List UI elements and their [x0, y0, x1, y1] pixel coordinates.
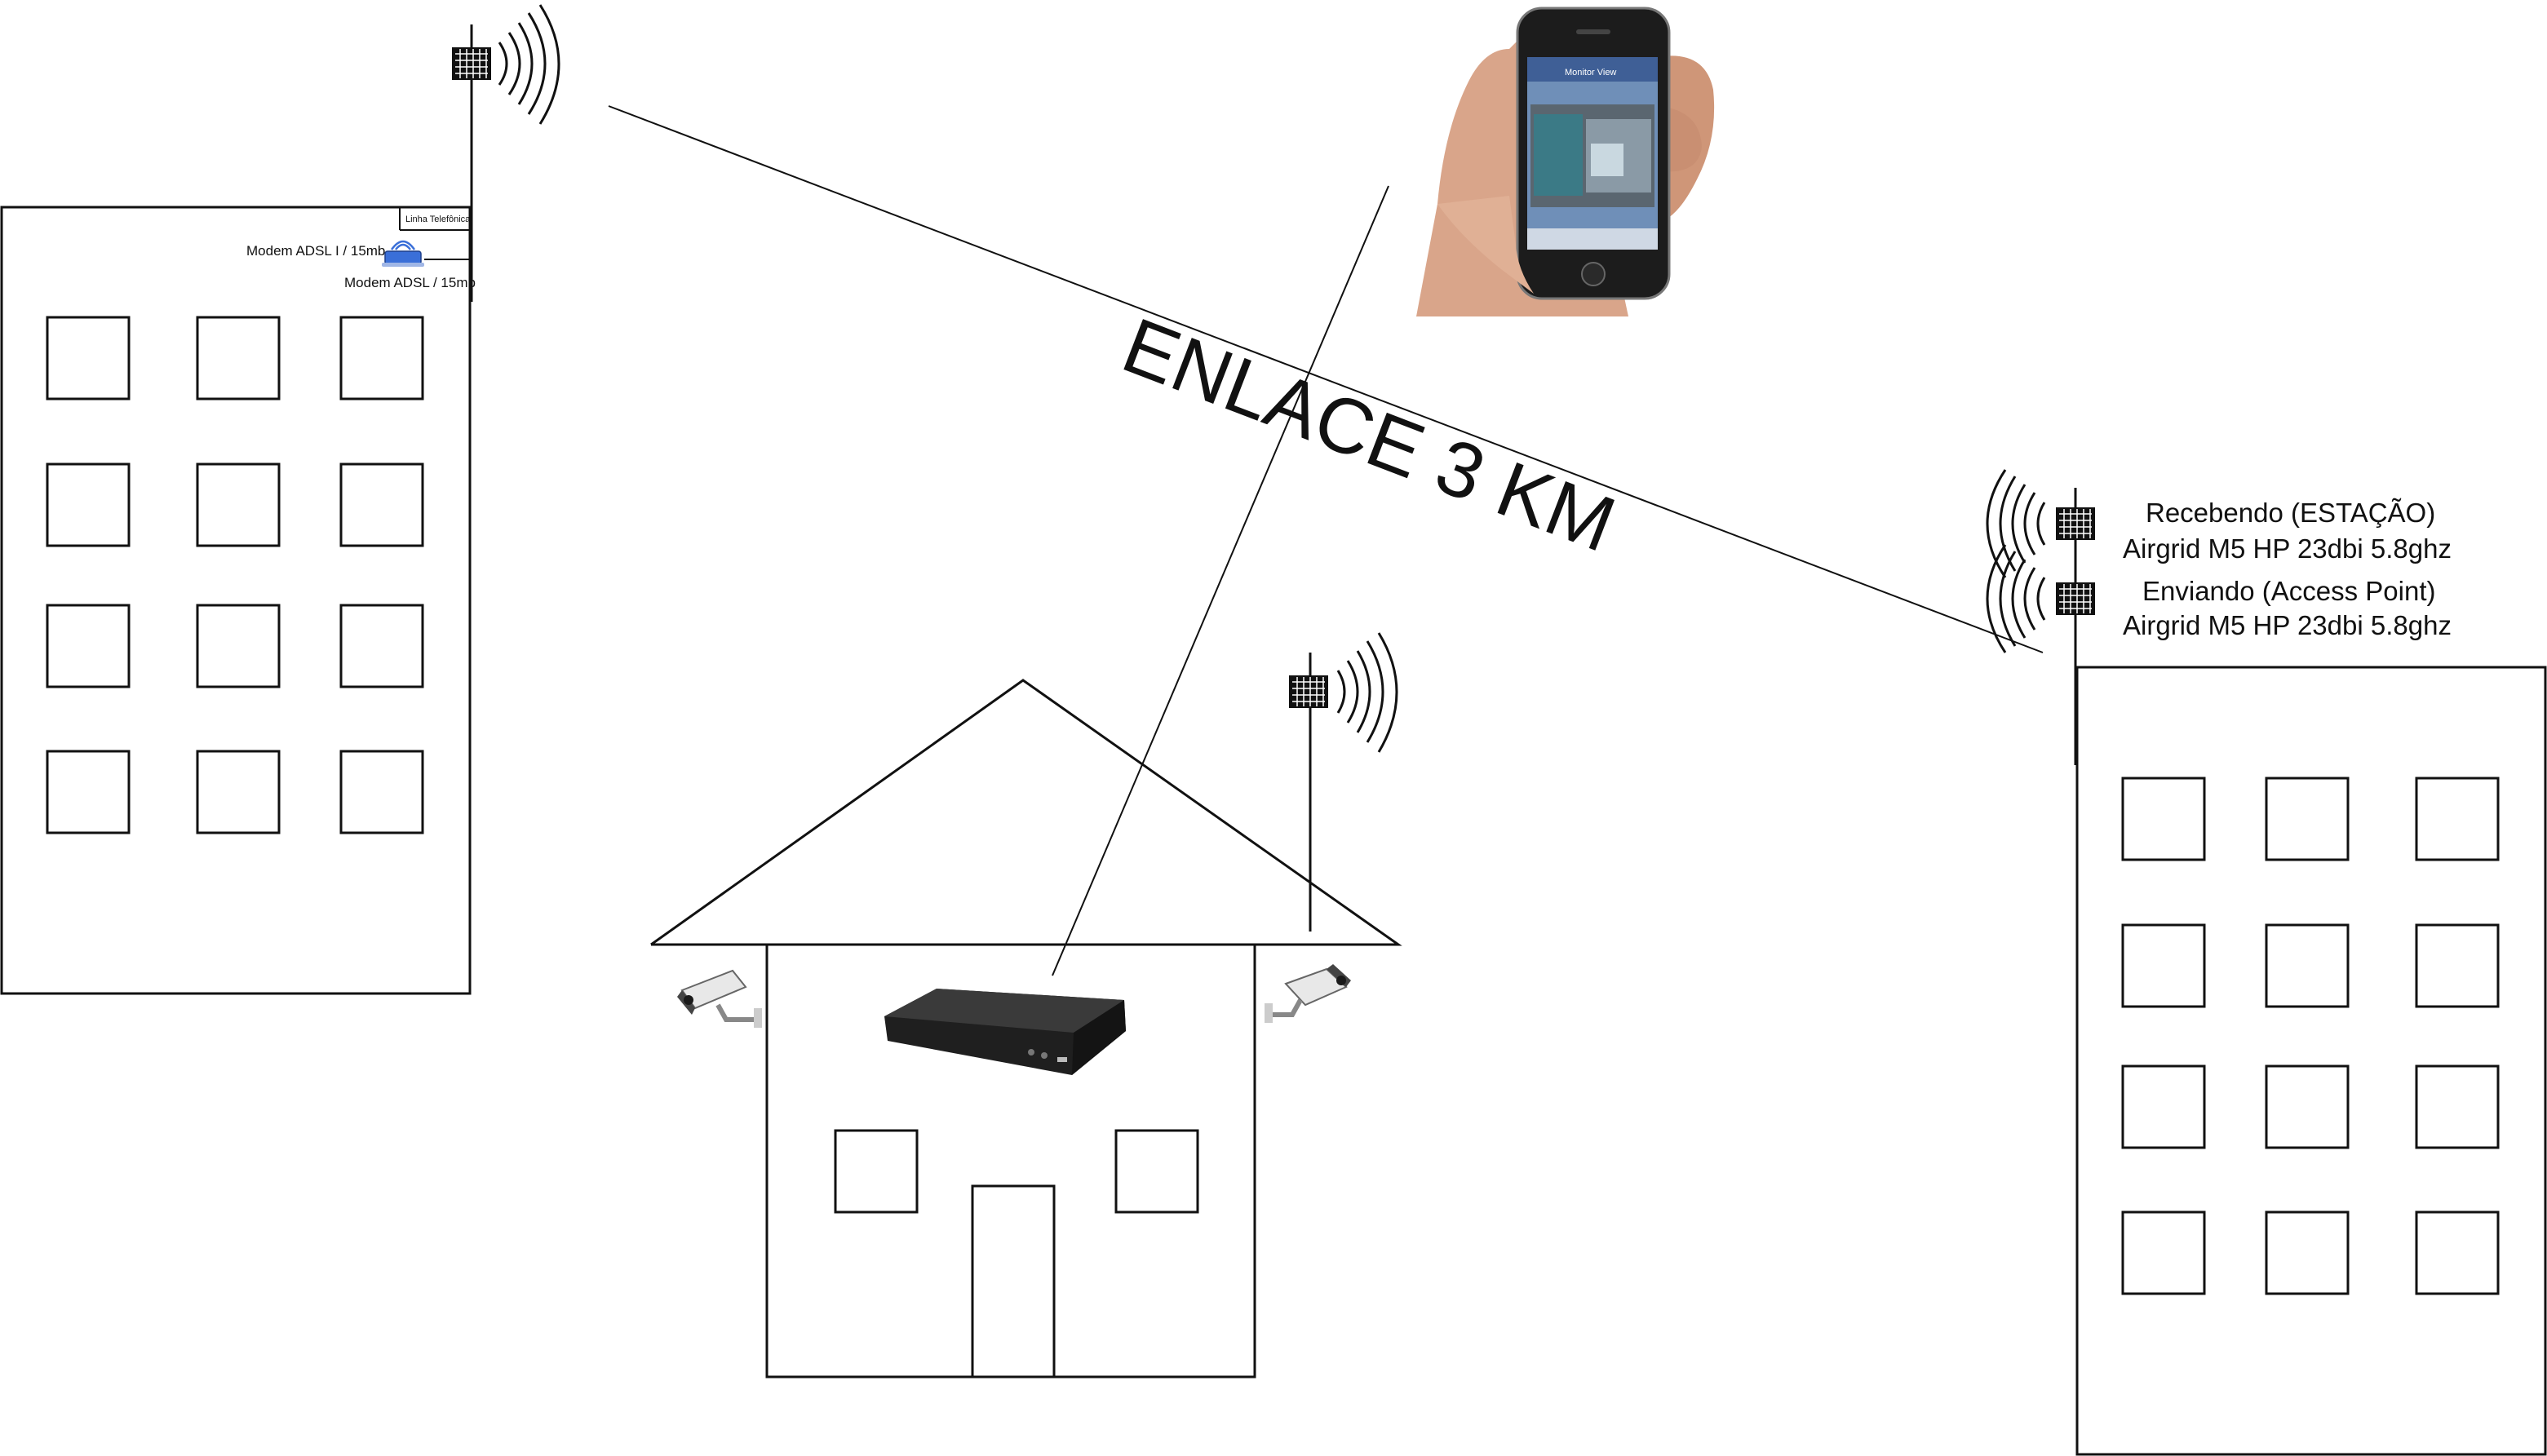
window [2121, 923, 2206, 1008]
left-antenna-icon [452, 47, 491, 80]
window [2265, 777, 2350, 861]
window [46, 750, 131, 834]
sending-antenna-icon [2056, 582, 2095, 615]
window [2415, 1210, 2500, 1295]
receiver-label-1: Recebendo (ESTAÇÃO) [2146, 498, 2435, 528]
phone-home-button [1581, 262, 1606, 286]
window [46, 316, 131, 401]
cctv-camera-left-icon [677, 969, 762, 1028]
receiver-label-2: Airgrid M5 HP 23dbi 5.8ghz [2123, 533, 2452, 564]
window [339, 750, 424, 834]
phone-to-dvr-line [1052, 185, 1389, 976]
phone-line-label: Linha Telefônica [405, 215, 471, 224]
window [2265, 1064, 2350, 1149]
house-door [971, 1184, 1056, 1379]
sending-antenna-signal-icon [1986, 544, 2046, 653]
window [46, 604, 131, 688]
window [2121, 1064, 2206, 1149]
sender-label-2: Airgrid M5 HP 23dbi 5.8ghz [2123, 610, 2452, 640]
left-building-windows [46, 316, 424, 834]
right-building-windows [2121, 777, 2500, 1295]
window [2265, 923, 2350, 1008]
receiving-antenna-icon [2056, 507, 2095, 540]
right-building-outline [2075, 666, 2547, 1456]
window [2415, 923, 2500, 1008]
cctv-camera-right-icon [1265, 964, 1351, 1023]
window [2265, 1210, 2350, 1295]
modem-label-2: Modem ADSL / 15mb [344, 275, 476, 290]
house [650, 632, 1402, 1379]
wireless-link-line [608, 105, 2044, 653]
window [2121, 1210, 2206, 1295]
window [2415, 1064, 2500, 1149]
wifi-modem-icon [382, 240, 424, 267]
hand-icon [1416, 33, 1628, 316]
left-building-outline [0, 206, 472, 995]
left-antenna-signal-icon [498, 4, 560, 125]
window [2121, 777, 2206, 861]
left-building: Linha Telefônica Modem ADSL I / 15mb Mod… [0, 4, 560, 995]
house-window-left [834, 1129, 919, 1214]
window [46, 462, 131, 547]
right-building: Recebendo (ESTAÇÃO) Airgrid M5 HP 23dbi … [1986, 469, 2547, 1456]
window [196, 316, 281, 401]
house-antenna-icon [1289, 675, 1328, 708]
window [339, 462, 424, 547]
window [2415, 777, 2500, 861]
sender-label-1: Enviando (Access Point) [2142, 576, 2436, 606]
window [196, 604, 281, 688]
house-window-right [1114, 1129, 1199, 1214]
smartphone-in-hand: Monitor View [1416, 7, 1715, 316]
window [339, 604, 424, 688]
phone-screen-header: Monitor View [1565, 68, 1616, 77]
dvr-recorder-icon [884, 989, 1126, 1075]
modem-label-1: Modem ADSL I / 15mb [246, 243, 385, 259]
window [196, 462, 281, 547]
window [339, 316, 424, 401]
house-roof [650, 679, 1402, 946]
link-label: ENLACE 3 KM [1111, 302, 1626, 569]
window [196, 750, 281, 834]
house-antenna-signal-icon [1336, 632, 1398, 753]
